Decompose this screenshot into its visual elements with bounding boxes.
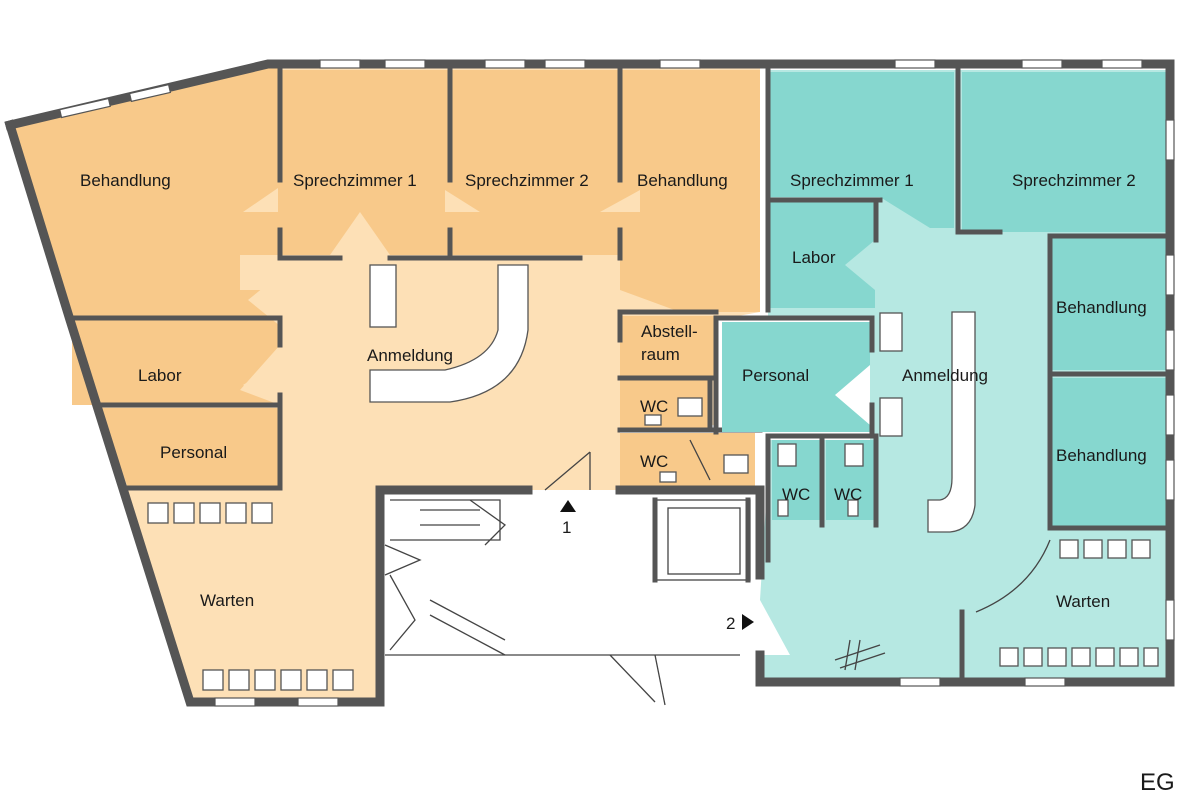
reception-desk-left xyxy=(369,264,529,403)
label-wc-2-right: WC xyxy=(834,485,862,504)
waiting-chairs-left-top xyxy=(147,502,273,524)
waiting-chairs-right-bottom xyxy=(999,647,1159,667)
label-behandlung-1-right: Behandlung xyxy=(1056,298,1147,317)
room-sprechzimmer-1-right[interactable] xyxy=(770,72,954,197)
waiting-chairs-right-top xyxy=(1059,539,1151,559)
label-sprechzimmer-2-left: Sprechzimmer 2 xyxy=(465,171,589,190)
entrance-2-arrow-icon xyxy=(742,614,754,630)
label-entrance-1: 1 xyxy=(562,518,571,537)
room-personal-right[interactable] xyxy=(722,322,870,432)
room-abstellraum-left[interactable] xyxy=(620,316,715,378)
label-sprechzimmer-2-right: Sprechzimmer 2 xyxy=(1012,171,1136,190)
room-behandlung-left[interactable] xyxy=(10,64,280,316)
room-behandlung-1-right[interactable] xyxy=(1052,238,1168,370)
entrance-1-arrow-icon xyxy=(560,500,576,512)
room-sprechzimmer-2-right[interactable] xyxy=(962,72,1168,232)
room-behandlung-2-left[interactable] xyxy=(620,70,760,312)
label-behandlung-2-right: Behandlung xyxy=(1056,446,1147,465)
room-sprechzimmer-2-left[interactable] xyxy=(450,70,620,255)
room-personal-left[interactable] xyxy=(100,408,280,488)
label-sprechzimmer-1-right: Sprechzimmer 1 xyxy=(790,171,914,190)
label-wc-1-right: WC xyxy=(782,485,810,504)
label-labor-left: Labor xyxy=(138,366,182,385)
label-labor-right: Labor xyxy=(792,248,836,267)
room-behandlung-2-right[interactable] xyxy=(1052,378,1168,528)
label-personal-left: Personal xyxy=(160,443,227,462)
central-entrance: 1 2 xyxy=(384,451,754,706)
practice-left: Behandlung Sprechzimmer 1 Sprechzimmer 2… xyxy=(4,59,765,707)
label-wc-1-left: WC xyxy=(640,397,668,416)
room-labor-right[interactable] xyxy=(770,202,875,308)
label-personal-right: Personal xyxy=(742,366,809,385)
label-wc-2-left: WC xyxy=(640,452,668,471)
label-anmeldung-left: Anmeldung xyxy=(367,346,453,365)
room-sprechzimmer-1-right-ext xyxy=(880,197,954,228)
practice-right: Sprechzimmer 1 Sprechzimmer 2 Labor Pers… xyxy=(713,59,1175,687)
label-behandlung-left: Behandlung xyxy=(80,171,171,190)
reception-desk-right xyxy=(927,311,976,533)
label-sprechzimmer-1-left: Sprechzimmer 1 xyxy=(293,171,417,190)
label-abstellraum-line2: raum xyxy=(641,345,680,364)
room-labor-left[interactable] xyxy=(72,318,280,405)
level-label: EG xyxy=(1140,769,1175,796)
label-entrance-2: 2 xyxy=(726,614,735,633)
label-abstellraum-line1: Abstell- xyxy=(641,322,698,341)
label-warten-right: Warten xyxy=(1056,592,1110,611)
label-behandlung-2-left: Behandlung xyxy=(637,171,728,190)
label-warten-left: Warten xyxy=(200,591,254,610)
label-anmeldung-right: Anmeldung xyxy=(902,366,988,385)
waiting-chairs-left-bottom xyxy=(202,669,354,691)
